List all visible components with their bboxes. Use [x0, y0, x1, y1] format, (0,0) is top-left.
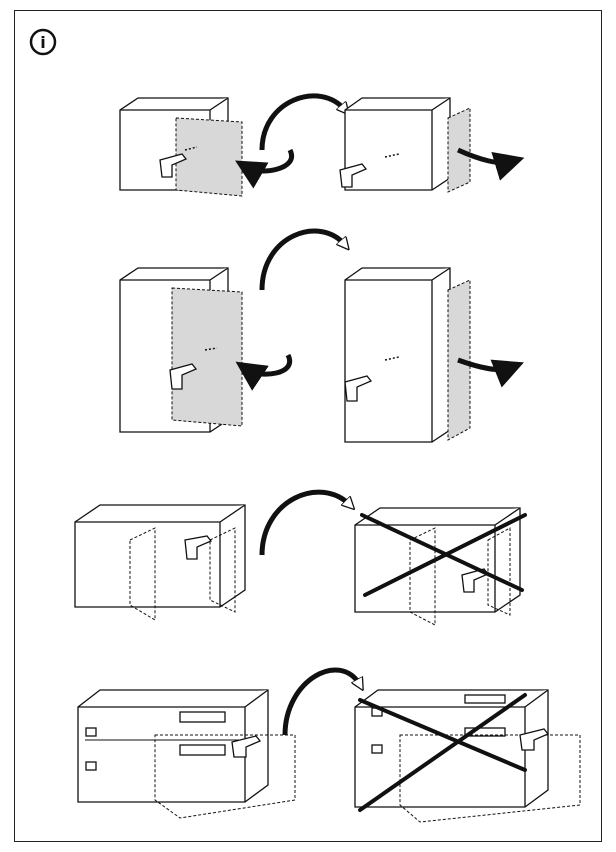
step-2-tall-cabinet-before [119, 267, 293, 433]
step-4-drawer-cabinet [77, 689, 296, 819]
svg-text:i: i [40, 33, 45, 52]
step-1-small-cabinet-after [339, 97, 525, 193]
cross-mark-icon [360, 513, 524, 592]
step-1-small-cabinet-before [119, 97, 295, 197]
hand-pointer-icon [339, 163, 368, 188]
hand-pointer-icon [461, 568, 490, 593]
hand-pointer-icon [519, 728, 550, 751]
step-2-flip-arrow [259, 228, 345, 291]
hand-pointer-icon [159, 153, 188, 178]
step-3-wide-cabinet-wrong [354, 507, 527, 626]
info-icon: i [29, 28, 57, 56]
step-3-flip-arrow [259, 489, 350, 556]
step-4-drawer-cabinet-wrong [354, 689, 581, 823]
hand-pointer-icon [184, 535, 213, 560]
step-4-flip-arrow [282, 667, 360, 736]
hand-pointer-icon [169, 363, 198, 390]
step-2-tall-cabinet-after [344, 267, 524, 443]
hand-pointer-icon [231, 735, 262, 758]
hand-pointer-icon [344, 375, 373, 402]
page-frame [14, 10, 602, 842]
step-3-wide-cabinet [74, 504, 246, 621]
step-1-flip-arrow [259, 93, 345, 151]
cross-mark-icon [358, 698, 527, 772]
